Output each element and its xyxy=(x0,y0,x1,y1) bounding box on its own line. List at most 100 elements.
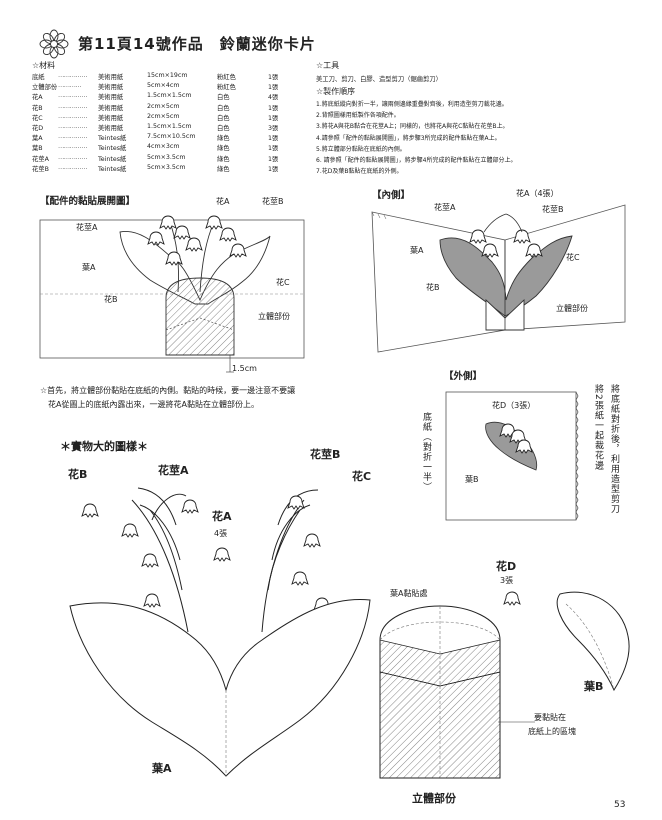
material-size: 15cm×19cm xyxy=(147,72,188,79)
pattern-label-flower-d: 花D xyxy=(496,560,517,573)
outer-diagram xyxy=(445,391,579,521)
material-name: 立體部份 xyxy=(32,84,58,92)
material-qty: 1張 xyxy=(268,145,279,153)
pattern-label-stem-b: 花莖B xyxy=(310,448,341,461)
outer-label-leaf-b: 葉B xyxy=(465,475,479,484)
pattern-label-flower-b: 花B xyxy=(68,468,88,481)
pattern-popup-part xyxy=(379,605,501,779)
inner-label-popup: 立體部份 xyxy=(556,304,588,313)
inner-diagram xyxy=(371,204,626,353)
outer-label-flower-d: 花D（3張） xyxy=(492,401,536,410)
material-dots: …………… xyxy=(58,153,87,161)
material-color: 粉紅色 xyxy=(217,84,236,92)
step-item: 1.將底紙縱向對折一半，讓兩側邊緣重疊對齊後，利用造型剪刀裁花邊。 xyxy=(316,101,508,108)
pattern-label-glue-area: 要黏貼在 xyxy=(534,713,566,722)
label-flower-c: 花C xyxy=(276,278,290,287)
page-number: 53 xyxy=(614,800,626,810)
outer-trim-note-2: 將2張紙一起裁花邊 xyxy=(593,384,603,471)
label-flower-a: 花A xyxy=(216,197,230,206)
material-paper: Teintes紙 xyxy=(98,145,127,153)
material-size: 1.5cm×1.5cm xyxy=(147,92,192,100)
material-name: 花莖B xyxy=(32,165,49,173)
material-paper: Teintes紙 xyxy=(98,165,127,173)
material-size: 7.5cm×10.5cm xyxy=(147,133,196,141)
label-measure: 1.5cm xyxy=(232,364,257,373)
material-dots: …………… xyxy=(58,92,87,100)
material-color: 白色 xyxy=(217,125,230,132)
assembly-note: ☆首先，將立體部份黏貼在底紙的內側。黏貼的時候，要一邊注意不要讓 花A從圖上的底… xyxy=(40,386,296,409)
steps-list: 1.將底紙縱向對折一半，讓兩側邊緣重疊對齊後，利用造型剪刀裁花邊。 2.背照圖樣… xyxy=(316,99,516,177)
material-name: 底紙 xyxy=(32,74,45,81)
material-paper: 美術用紙 xyxy=(98,74,124,81)
popup-part-shape xyxy=(165,277,235,356)
material-color: 綠色 xyxy=(217,155,230,163)
label-flower-b: 花B xyxy=(104,295,118,304)
tools-text: 美工刀、剪刀、白膠、造型剪刀（鋸齒剪刀） xyxy=(316,76,442,83)
pattern-label-leaf-b: 葉B xyxy=(584,680,604,693)
material-paper: 美術用紙 xyxy=(98,125,124,132)
material-size: 1.5cm×1.5cm xyxy=(147,123,192,130)
material-dots: …………… xyxy=(58,102,87,110)
step-item: 5.將立體部分黏貼在底紙的內側。 xyxy=(316,145,406,153)
page-title: 第11頁14號作品 鈴蘭迷你卡片 xyxy=(78,35,316,53)
step-item: 7.花D及葉B黏貼在底紙的外側。 xyxy=(316,168,403,176)
lily-flower-icon xyxy=(38,28,70,60)
tools-heading: ☆工具 xyxy=(316,61,340,70)
material-qty: 1張 xyxy=(268,104,279,112)
step-item: 2.背照圖樣用紙製作各項配件。 xyxy=(316,112,400,120)
material-qty: 1張 xyxy=(268,114,279,122)
material-dots: …………… xyxy=(58,123,87,130)
material-paper: Teintes紙 xyxy=(98,155,127,163)
label-stem-a: 花莖A xyxy=(76,223,98,232)
material-qty: 1張 xyxy=(268,84,279,92)
pattern-label-flower-c: 花C xyxy=(352,470,372,483)
expanded-diagram xyxy=(39,215,305,373)
material-dots: …………… xyxy=(58,163,87,171)
material-size: 5cm×3.5cm xyxy=(147,163,186,171)
material-name: 花D xyxy=(32,125,44,132)
patterns-heading: ＊實物大的圖樣＊ xyxy=(60,440,148,453)
pattern-label-stem-a: 花莖A xyxy=(158,464,189,477)
outer-base-paper-note: 底紙（對折一半） xyxy=(421,412,431,492)
inner-label-flower-a: 花A（4張） xyxy=(516,189,559,198)
expanded-diagram-heading: 【配件的黏貼展開圖】 xyxy=(40,196,136,207)
inner-label-stem-a: 花莖A xyxy=(434,203,456,212)
material-qty: 1張 xyxy=(268,74,279,81)
pattern-leaf-b-shape xyxy=(556,591,630,692)
materials-heading: ☆材料 xyxy=(32,61,56,70)
material-dots: …………… xyxy=(58,143,87,151)
material-name: 花A xyxy=(32,94,43,102)
material-dots: ………… xyxy=(58,82,82,90)
pattern-label-leaf-a-glue: 葉A黏貼處 xyxy=(390,589,428,598)
material-paper: 美術用紙 xyxy=(98,84,124,92)
material-qty: 4張 xyxy=(268,94,279,102)
inner-label-flower-c: 花C xyxy=(566,253,580,262)
material-paper: Teintes紙 xyxy=(98,135,127,143)
outer-trim-note-1: 將底紙對折後，利用造型剪刀 xyxy=(609,384,619,514)
material-size: 5cm×3.5cm xyxy=(147,153,186,161)
material-dots: …………… xyxy=(58,112,87,120)
material-name: 葉B xyxy=(32,145,43,153)
material-paper: 美術用紙 xyxy=(98,114,124,122)
inner-label-flower-b: 花B xyxy=(426,283,440,292)
pattern-label-leaf-a: 葉A xyxy=(152,762,172,775)
inner-diagram-heading: 【內側】 xyxy=(372,190,411,201)
material-name: 葉A xyxy=(32,135,43,143)
material-size: 5cm×4cm xyxy=(147,82,180,90)
step-item: 6. 請參照「配件的黏貼展開圖」，將步驟4所完成的配件黏貼在立體部分上。 xyxy=(316,157,517,165)
pattern-flower-d-qty: 3張 xyxy=(500,576,514,585)
inner-label-leaf-a: 葉A xyxy=(410,246,424,255)
inner-leaf-shape xyxy=(439,235,573,317)
material-size: 4cm×3cm xyxy=(147,143,180,151)
material-name: 花B xyxy=(32,104,43,112)
material-color: 白色 xyxy=(217,104,230,112)
material-dots: …………… xyxy=(58,72,87,79)
outer-diagram-heading: 【外側】 xyxy=(444,371,483,382)
material-color: 綠色 xyxy=(217,135,230,143)
leaf-a-shape xyxy=(119,231,271,305)
pattern-label-glue-area-2: 底紙上的區塊 xyxy=(528,727,576,736)
step-item: 4.請參照「配件的黏貼展開圖」，將步驟3所完成的配件黏貼在葉A上。 xyxy=(316,134,501,142)
label-popup: 立體部份 xyxy=(258,312,290,321)
pattern-flower-a-qty: 4張 xyxy=(214,529,228,538)
material-size: 2cm×5cm xyxy=(147,112,180,120)
